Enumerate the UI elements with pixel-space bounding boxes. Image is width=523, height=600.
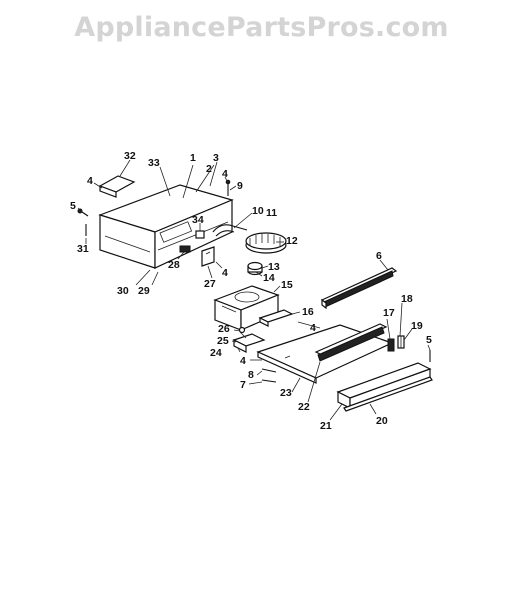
callout-8: 8 bbox=[248, 369, 254, 381]
callout-12: 12 bbox=[286, 235, 298, 247]
callout-4-center: 4 bbox=[310, 322, 316, 334]
callout-18: 18 bbox=[401, 293, 413, 305]
callout-19: 19 bbox=[411, 320, 423, 332]
callout-10: 10 bbox=[252, 205, 264, 217]
screw-part-8 bbox=[261, 368, 277, 373]
callout-15: 15 bbox=[281, 279, 293, 291]
callout-25: 25 bbox=[217, 335, 229, 347]
callout-20: 20 bbox=[376, 415, 388, 427]
callout-6: 6 bbox=[376, 250, 382, 262]
callout-7: 7 bbox=[240, 379, 246, 391]
callout-21: 21 bbox=[320, 420, 332, 432]
callout-5-left: 5 bbox=[70, 200, 76, 212]
screw-part-7 bbox=[261, 379, 277, 383]
callout-23: 23 bbox=[280, 387, 292, 399]
main-housing bbox=[98, 184, 234, 269]
bracket-part-27 bbox=[201, 246, 215, 267]
watermark-text: AppliancePartsPros.com bbox=[74, 12, 449, 43]
callout-22: 22 bbox=[298, 401, 310, 413]
callout-30: 30 bbox=[117, 285, 129, 297]
callout-9: 9 bbox=[237, 180, 243, 192]
motor-part-13 bbox=[247, 261, 263, 276]
callout-3: 3 bbox=[213, 152, 219, 164]
grille-part-22 bbox=[314, 323, 388, 362]
control-assembly-part-24 bbox=[232, 326, 266, 353]
blower-housing-part-15 bbox=[213, 285, 280, 331]
callout-16: 16 bbox=[302, 306, 314, 318]
callout-34: 34 bbox=[192, 214, 204, 226]
callout-13: 13 bbox=[268, 261, 280, 273]
blower-wheel-part-12 bbox=[245, 232, 287, 254]
callout-29: 29 bbox=[138, 285, 150, 297]
callout-5-right: 5 bbox=[426, 334, 432, 346]
callout-4-top-left: 4 bbox=[87, 175, 93, 187]
callout-27: 27 bbox=[204, 278, 216, 290]
callout-17: 17 bbox=[383, 307, 395, 319]
motor-bracket-part-10 bbox=[212, 224, 248, 237]
bracket-part-17 bbox=[387, 335, 405, 352]
leader-lines bbox=[77, 159, 431, 421]
callout-4-lower: 4 bbox=[240, 355, 246, 367]
callout-32: 32 bbox=[124, 150, 136, 162]
callout-labels: 32 33 1 2 3 4 4 9 5 31 10 11 12 34 28 27… bbox=[70, 150, 432, 432]
bracket-part-32 bbox=[98, 175, 136, 198]
callout-2: 2 bbox=[206, 163, 212, 175]
callout-11: 11 bbox=[266, 207, 277, 219]
callout-31: 31 bbox=[77, 243, 89, 255]
callout-26: 26 bbox=[218, 323, 230, 335]
callout-28: 28 bbox=[168, 259, 180, 271]
callout-4-middle: 4 bbox=[222, 267, 228, 279]
trim-part-20 bbox=[343, 376, 433, 412]
grille-part-6 bbox=[320, 267, 398, 310]
callout-14: 14 bbox=[263, 272, 275, 284]
callout-33: 33 bbox=[148, 157, 160, 169]
callout-24: 24 bbox=[210, 347, 222, 359]
screw-part-5-left bbox=[77, 208, 89, 217]
callout-4-top-right: 4 bbox=[222, 168, 228, 180]
callout-1: 1 bbox=[190, 152, 196, 164]
